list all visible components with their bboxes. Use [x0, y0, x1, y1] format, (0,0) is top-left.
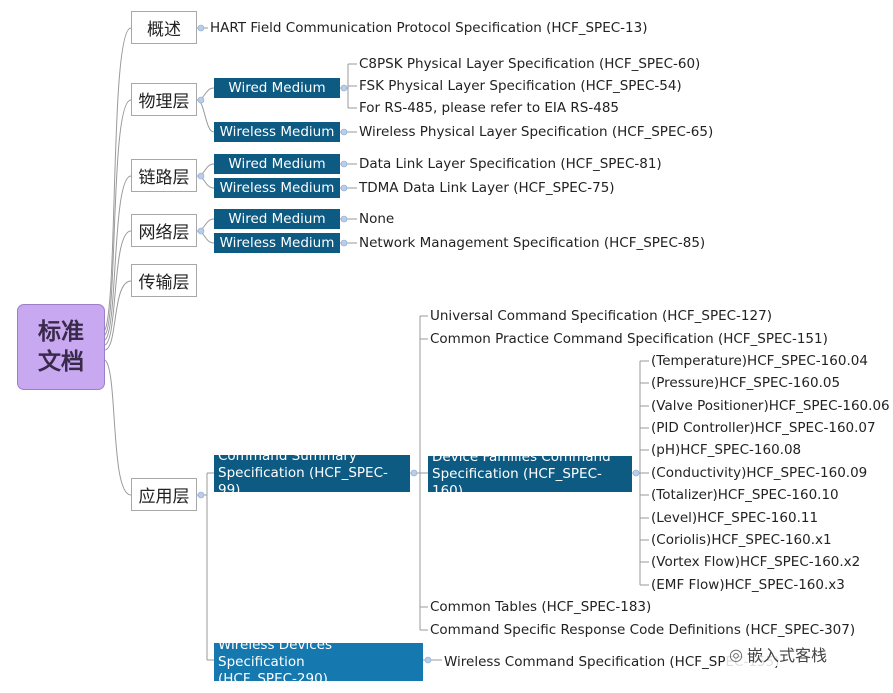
link-wired-node[interactable]: Wired Medium: [214, 154, 340, 174]
physical-wireless-item: Wireless Physical Layer Specification (H…: [359, 124, 714, 140]
watermark: ◎ 嵌入式客栈: [726, 642, 830, 666]
physical-wired-item-1: C8PSK Physical Layer Specification (HCF_…: [359, 56, 701, 72]
category-network[interactable]: 网络层: [131, 214, 197, 247]
link-wireless-item: TDMA Data Link Layer (HCF_SPEC-75): [359, 180, 615, 196]
family-temperature: (Temperature)HCF_SPEC-160.04: [651, 353, 868, 369]
command-summary-line2: Specification (HCF_SPEC-99): [218, 465, 388, 498]
command-summary-line1: Command Summary: [218, 448, 357, 464]
physical-wired-item-3: For RS-485, please refer to EIA RS-485: [359, 100, 620, 116]
common-tables-spec: Common Tables (HCF_SPEC-183): [430, 599, 652, 615]
physical-wired-node[interactable]: Wired Medium: [214, 78, 340, 98]
category-physical[interactable]: 物理层: [131, 83, 197, 116]
root-label-line2: 文档: [38, 349, 84, 375]
family-coriolis: (Coriolis)HCF_SPEC-160.x1: [651, 532, 832, 548]
wireless-devices-line1: Wireless Devices Specification: [218, 636, 332, 670]
category-application[interactable]: 应用层: [131, 478, 197, 511]
family-totalizer: (Totalizer)HCF_SPEC-160.10: [651, 487, 839, 503]
wireless-devices-line2: (HCF_SPEC-290): [218, 670, 328, 687]
device-families-node[interactable]: Device Families Command Specification (H…: [428, 449, 632, 499]
device-families-line1: Device Families Command: [432, 448, 611, 465]
device-families-line2: Specification (HCF_SPEC-160): [432, 465, 602, 499]
link-wireless-node[interactable]: Wireless Medium: [214, 178, 340, 198]
physical-wireless-node[interactable]: Wireless Medium: [214, 122, 340, 142]
family-level: (Level)HCF_SPEC-160.11: [651, 510, 819, 526]
common-practice-spec: Common Practice Command Specification (H…: [430, 331, 828, 347]
family-ph: (pH)HCF_SPEC-160.08: [651, 442, 802, 458]
wireless-command-spec: Wireless Command Specification (HCF_SPEC…: [444, 654, 780, 670]
watermark-text: 嵌入式客栈: [746, 646, 827, 665]
network-wired-node[interactable]: Wired Medium: [214, 209, 340, 229]
wireless-devices-node[interactable]: Wireless Devices Specification (HCF_SPEC…: [214, 637, 423, 687]
root-label-line1: 标准: [38, 319, 84, 345]
wechat-icon: ◎: [729, 644, 743, 664]
family-pid-controller: (PID Controller)HCF_SPEC-160.07: [651, 420, 876, 436]
category-transport[interactable]: 传输层: [131, 264, 197, 297]
network-wireless-item: Network Management Specification (HCF_SP…: [359, 235, 706, 251]
physical-wired-item-2: FSK Physical Layer Specification (HCF_SP…: [359, 78, 682, 94]
family-vortex-flow: (Vortex Flow)HCF_SPEC-160.x2: [651, 554, 861, 570]
universal-command-spec: Universal Command Specification (HCF_SPE…: [430, 308, 772, 324]
network-wireless-node[interactable]: Wireless Medium: [214, 233, 340, 253]
network-wired-item: None: [359, 211, 395, 227]
link-wired-item: Data Link Layer Specification (HCF_SPEC-…: [359, 156, 662, 172]
family-emf-flow: (EMF Flow)HCF_SPEC-160.x3: [651, 577, 845, 593]
response-codes-spec: Command Specific Response Code Definitio…: [430, 622, 856, 638]
family-pressure: (Pressure)HCF_SPEC-160.05: [651, 375, 841, 391]
family-conductivity: (Conductivity)HCF_SPEC-160.09: [651, 465, 868, 481]
category-link[interactable]: 链路层: [131, 159, 197, 192]
family-valve-positioner: (Valve Positioner)HCF_SPEC-160.06: [651, 398, 890, 414]
command-summary-node[interactable]: Command Summary Specification (HCF_SPEC-…: [214, 448, 410, 498]
category-overview[interactable]: 概述: [131, 11, 197, 44]
root-node[interactable]: 标准 文档: [17, 304, 105, 390]
overview-spec: HART Field Communication Protocol Specif…: [210, 20, 648, 36]
